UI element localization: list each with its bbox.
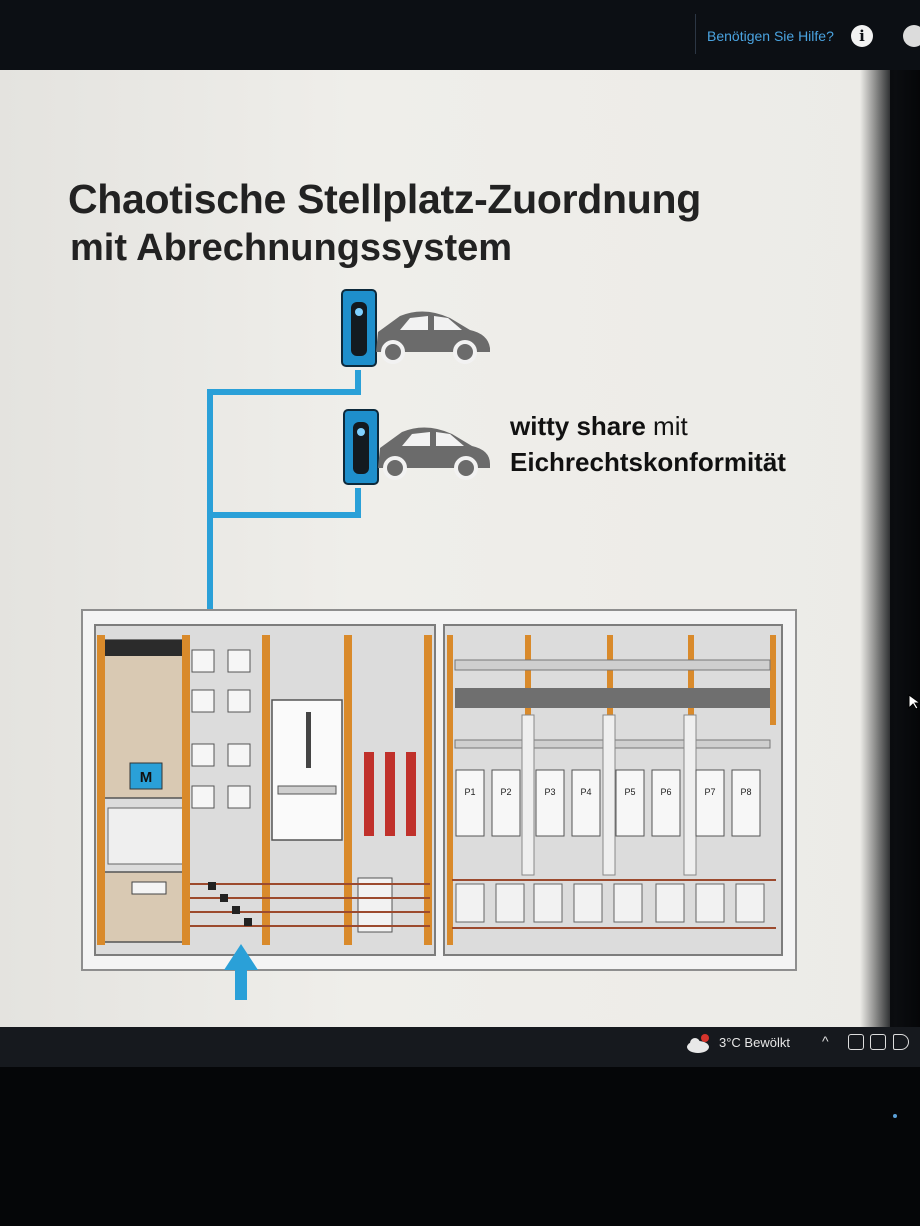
meter-label: M xyxy=(140,769,153,786)
slide-title: Chaotische Stellplatz-Zuordnung xyxy=(68,176,702,222)
caption-product-name: witty share xyxy=(510,411,646,441)
user-avatar-icon[interactable] xyxy=(903,25,920,47)
chevron-up-icon[interactable]: ^ xyxy=(822,1033,829,1049)
car-1-icon xyxy=(376,311,490,364)
distribution-cabinet: M xyxy=(81,609,797,971)
slide-subtitle: mit Abrechnungssystem xyxy=(70,227,513,269)
fuse-label-p5: P5 xyxy=(624,787,635,797)
caption-line2: Eichrechtskonformität xyxy=(510,447,786,477)
fuse-label-p3: P3 xyxy=(544,787,555,797)
fuse-label-p8: P8 xyxy=(740,787,751,797)
wallbox-2-icon xyxy=(343,409,379,485)
fuse-label-p4: P4 xyxy=(580,787,591,797)
fuse-label-p2: P2 xyxy=(500,787,511,797)
fuse-label-p6: P6 xyxy=(660,787,671,797)
product-caption: witty share mit Eichrechtskonformität xyxy=(510,408,786,480)
weather-status[interactable]: 3°C Bewölkt xyxy=(719,1035,790,1050)
cloud-weather-icon[interactable] xyxy=(685,1034,711,1054)
taskbar xyxy=(0,1027,920,1067)
power-led xyxy=(893,1114,897,1118)
caption-connector: mit xyxy=(645,411,688,441)
monitor-bezel xyxy=(860,70,920,1030)
meet-now-icon[interactable] xyxy=(848,1034,864,1050)
network-icon[interactable] xyxy=(870,1034,886,1050)
wallbox-1-icon xyxy=(341,289,377,367)
volume-icon[interactable] xyxy=(893,1034,909,1050)
info-icon[interactable]: i xyxy=(851,25,873,47)
supply-arrow-icon xyxy=(224,944,258,1000)
fuse-label-p1: P1 xyxy=(464,787,475,797)
installation-diagram: M xyxy=(81,289,797,1000)
help-link[interactable]: Benötigen Sie Hilfe? xyxy=(707,28,834,44)
fuse-label-p7: P7 xyxy=(704,787,715,797)
car-2-icon xyxy=(378,427,490,480)
app-top-bar: Benötigen Sie Hilfe? i xyxy=(0,0,920,70)
cable-lines xyxy=(207,370,361,625)
mouse-cursor-icon xyxy=(908,694,920,710)
divider xyxy=(695,14,696,54)
